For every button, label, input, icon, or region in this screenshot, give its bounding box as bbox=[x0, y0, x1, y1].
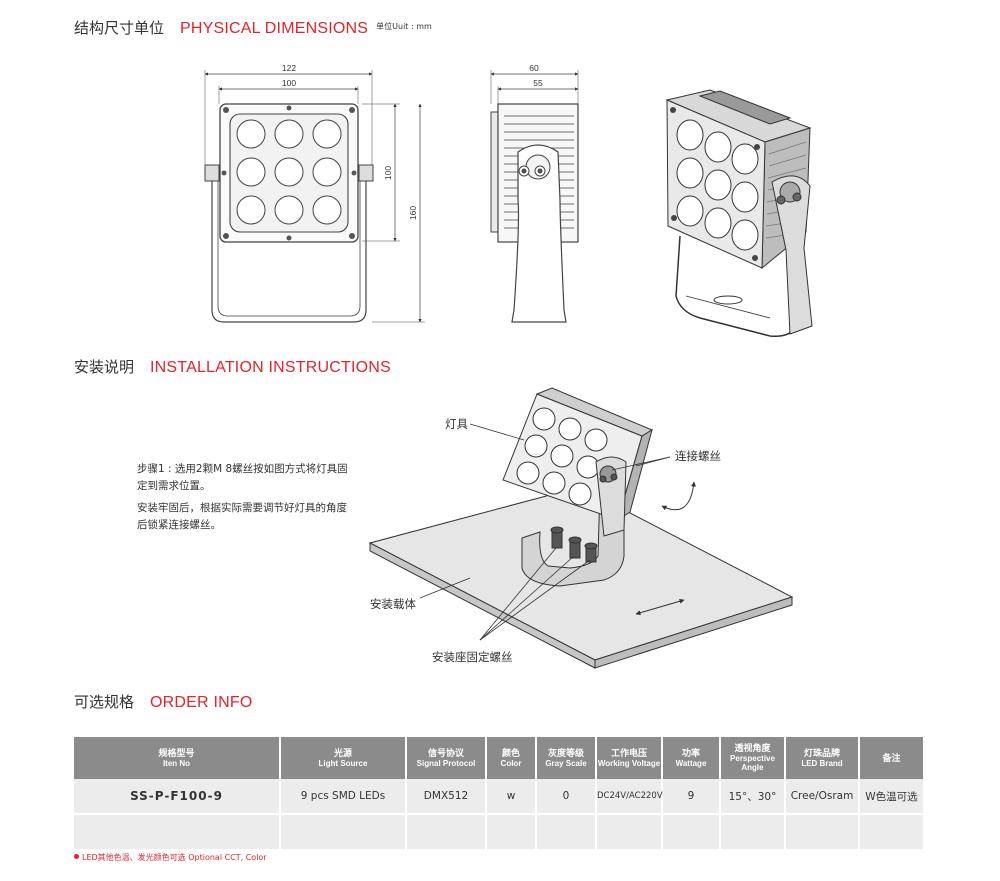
label-base-screw: 安装座固定螺丝 bbox=[432, 650, 513, 664]
section-title-zh: 结构尺寸单位 bbox=[74, 19, 165, 37]
side-view-drawing bbox=[490, 70, 579, 323]
cell-signal-protocol: DMX512 bbox=[406, 779, 487, 815]
dim-60: 60 bbox=[529, 63, 539, 73]
cell-wattage: 9 bbox=[662, 779, 721, 815]
section-title-zh: 安装说明 bbox=[74, 358, 135, 376]
header-remarks: 备注 bbox=[859, 737, 923, 779]
cell-empty bbox=[785, 814, 860, 851]
cell-empty bbox=[536, 814, 597, 851]
label-fixture: 灯具 bbox=[445, 417, 468, 431]
cell-empty bbox=[662, 814, 721, 851]
front-view-drawing bbox=[204, 70, 425, 323]
footnote-text: LED其他色温、发光颜色可选 Optional CCT, Color bbox=[82, 853, 267, 862]
footnote: LED其他色温、发光颜色可选 Optional CCT, Color bbox=[74, 852, 267, 863]
table-row bbox=[74, 814, 923, 851]
dim-55: 55 bbox=[533, 78, 543, 88]
section-title-en: PHYSICAL DIMENSIONS bbox=[180, 20, 369, 37]
unit-label: 单位Uuit : mm bbox=[376, 22, 432, 31]
installation-step-1: 步骤1 : 选用2颗M 8螺丝按如图方式将灯具固定到需求位置。 bbox=[137, 463, 348, 492]
product-3d-view bbox=[665, 89, 813, 338]
dim-100-width: 100 bbox=[282, 78, 296, 88]
front-dimension-labels: 122 100 100 160 bbox=[282, 63, 418, 220]
bullet-dot-icon bbox=[74, 854, 79, 859]
section-title-en: ORDER INFO bbox=[150, 694, 253, 711]
section-title-order: 可选规格 ORDER INFO bbox=[74, 691, 252, 712]
label-connect-screw: 连接螺丝 bbox=[675, 449, 721, 463]
cell-empty bbox=[720, 814, 786, 851]
cell-led-brand: Cree/Osram bbox=[785, 779, 860, 815]
section-title-zh: 可选规格 bbox=[74, 693, 135, 711]
technical-drawings: 122 100 100 160 60 55 bbox=[204, 63, 813, 669]
side-dimension-labels: 60 55 bbox=[529, 63, 543, 88]
cell-empty bbox=[280, 814, 407, 851]
dim-160: 160 bbox=[408, 206, 418, 220]
dim-122: 122 bbox=[282, 63, 296, 73]
installation-labels: 灯具 连接螺丝 安装载体 安装座固定螺丝 bbox=[370, 417, 721, 664]
section-title-installation: 安装说明 INSTALLATION INSTRUCTIONS bbox=[74, 356, 391, 377]
cell-empty bbox=[486, 814, 537, 851]
cell-empty bbox=[406, 814, 487, 851]
cell-empty bbox=[859, 814, 923, 851]
cell-remarks: W色温可选 bbox=[859, 779, 923, 815]
cell-item-no: SS-P-F100-9 bbox=[74, 779, 281, 815]
section-title-en: INSTALLATION INSTRUCTIONS bbox=[150, 359, 391, 376]
cell-perspective-angle: 15°、30° bbox=[720, 779, 786, 815]
dim-100-height: 100 bbox=[383, 166, 393, 180]
cell-gray-scale: 0 bbox=[536, 779, 597, 815]
table-row: SS-P-F100-9 9 pcs SMD LEDs DMX512 w 0 DC… bbox=[74, 779, 923, 815]
label-carrier: 安装载体 bbox=[370, 597, 416, 611]
installation-diagram bbox=[368, 387, 794, 669]
cell-light-source: 9 pcs SMD LEDs bbox=[280, 779, 407, 815]
cell-color: w bbox=[486, 779, 537, 815]
installation-step-2: 安装牢固后，根据实际需要调节好灯具的角度后锁紧连接螺丝。 bbox=[137, 502, 347, 531]
cell-working-voltage: DC24V/AC220V bbox=[596, 779, 663, 815]
cell-empty bbox=[74, 814, 281, 851]
section-title-dimensions: 结构尺寸单位 PHYSICAL DIMENSIONS 单位Uuit : mm bbox=[74, 17, 432, 38]
cell-empty bbox=[596, 814, 663, 851]
installation-steps: 步骤1 : 选用2颗M 8螺丝按如图方式将灯具固定到需求位置。 安装牢固后，根据… bbox=[137, 461, 357, 539]
